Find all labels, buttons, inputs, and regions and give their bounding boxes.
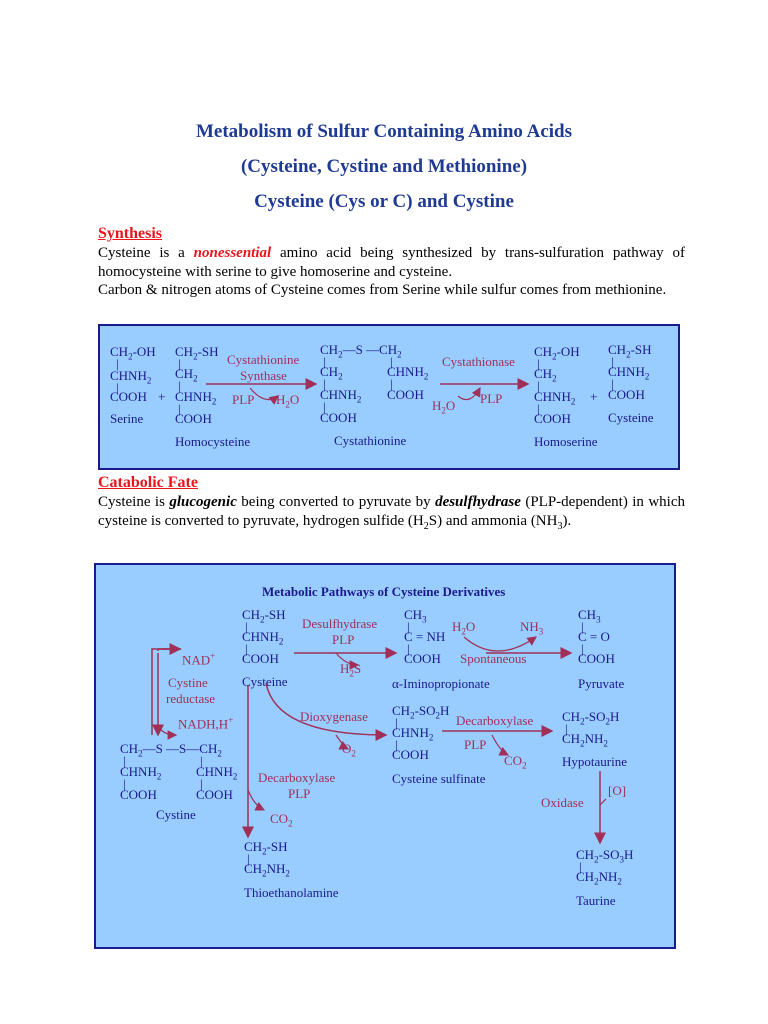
label-thioethanolamine: Thioethanolamine [244, 885, 339, 900]
catabolic-heading: Catabolic Fate [98, 474, 198, 491]
enzyme-oxidase: Oxidase [541, 795, 584, 810]
cysteine-pathways-diagram: Metabolic Pathways of Cysteine Derivativ… [94, 563, 676, 949]
label-cysteine: Cysteine [608, 410, 654, 425]
label-cystine: Cystine [156, 807, 196, 822]
enzyme-cystathionine-synthase: Cystathionine [227, 352, 300, 367]
label-cysteine-sulfinate: Cysteine sulfinate [392, 771, 486, 786]
label-iminopropionate: α-Iminopropionate [392, 676, 490, 691]
enzyme-dioxygenase: Dioxygenase [300, 709, 368, 724]
catabolic-paragraph: Cysteine is glucogenic being converted t… [98, 494, 685, 532]
label-hypotaurine: Hypotaurine [562, 754, 627, 769]
label-taurine: Taurine [576, 893, 616, 908]
enzyme-desulfhydrase: Desulfhydrase [302, 616, 378, 631]
enzyme-cystathionase: Cystathionase [442, 354, 515, 369]
label-cysteine: Cysteine [242, 674, 288, 689]
label-pyruvate: Pyruvate [578, 676, 625, 691]
label-homoserine: Homoserine [534, 434, 598, 449]
synthesis-heading: Synthesis [98, 225, 163, 242]
diagram2-arrows [151, 636, 607, 845]
label-cystathionine: Cystathionine [334, 433, 407, 448]
synthesis-paragraph: Cysteine is a nonessential amino acid be… [98, 245, 685, 298]
page-title: Metabolism of Sulfur Containing Amino Ac… [195, 121, 572, 142]
page-subtitle: (Cysteine, Cystine and Methionine) [240, 156, 528, 177]
enzyme-decarboxylase: Decarboxylase [456, 713, 534, 728]
transsulfuration-diagram: CH2-OH | CHNH2 | COOH Serine + CH2-SH | … [98, 324, 680, 470]
label-homocysteine: Homocysteine [175, 434, 251, 449]
diagram2-title: Metabolic Pathways of Cysteine Derivativ… [262, 584, 506, 599]
diagram1-arrows [206, 378, 530, 405]
section-title: Cysteine (Cys or C) and Cystine [254, 191, 514, 212]
label-serine: Serine [110, 411, 144, 426]
